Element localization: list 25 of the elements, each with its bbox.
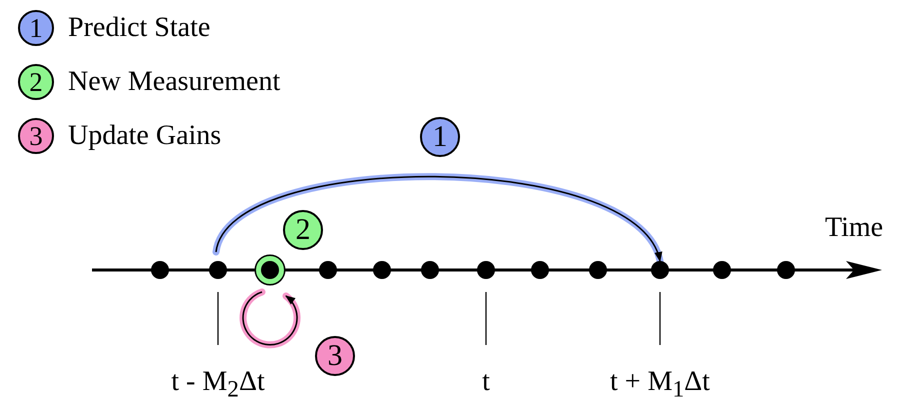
measurement-dot bbox=[256, 256, 284, 284]
tick-label: t bbox=[482, 368, 490, 396]
timeline-dot bbox=[477, 261, 495, 279]
step-badge: 1 bbox=[420, 117, 460, 157]
timeline-dot bbox=[319, 261, 337, 279]
timeline-dot bbox=[713, 261, 731, 279]
step-number: 1 bbox=[29, 14, 43, 42]
legend-label: New Measurement bbox=[68, 68, 280, 96]
legend-label: Update Gains bbox=[68, 122, 222, 150]
timeline-dot bbox=[777, 261, 795, 279]
timeline-dot bbox=[151, 261, 169, 279]
axis-label: Time bbox=[825, 214, 884, 242]
timeline-dot bbox=[651, 261, 669, 279]
legend-label: Predict State bbox=[68, 14, 210, 42]
timeline-dot bbox=[373, 261, 391, 279]
step-badge: 3 bbox=[315, 336, 355, 376]
step-number: 2 bbox=[29, 68, 43, 96]
tick-label: t + M$_{1}$Δt bbox=[610, 368, 710, 402]
step-number: 3 bbox=[29, 122, 43, 150]
step-badge: 2 bbox=[283, 210, 323, 250]
timeline-dot bbox=[209, 261, 227, 279]
timeline-dot bbox=[589, 261, 607, 279]
tick-label: t - M$_{2}$Δt bbox=[171, 368, 265, 402]
timeline-dot bbox=[531, 261, 549, 279]
timeline-dot bbox=[421, 261, 439, 279]
